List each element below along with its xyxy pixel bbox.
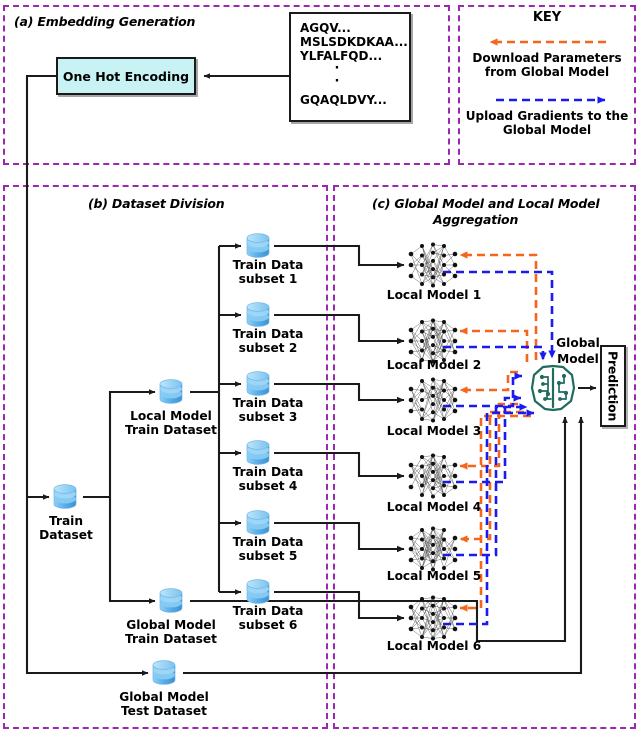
sequence-ellipsis-dot-1: · [334, 61, 340, 77]
global-model-test-dataset-icon [149, 658, 179, 688]
train-data-subset-4-label: Train Data subset 4 [232, 465, 304, 494]
local-model-3-label: Local Model 3 [386, 424, 482, 438]
train-data-subset-2-icon [243, 300, 273, 330]
key-title: KEY [532, 10, 562, 25]
local-model-1-label: Local Model 1 [386, 288, 482, 302]
panel-b-title: (b) Dataset Division [88, 196, 225, 211]
local-model-5-icon [405, 525, 461, 573]
key-download-arrow-icon [489, 38, 606, 46]
key-upload-arrow-icon [496, 96, 606, 104]
sequence-line-3: YLFALFQD... [300, 49, 383, 64]
global-model-label-line1: Global [556, 336, 600, 350]
local-model-2-label: Local Model 2 [386, 358, 482, 372]
one-hot-encoding-box[interactable]: One Hot Encoding [56, 57, 196, 95]
train-dataset-label: Train Dataset [39, 514, 93, 543]
local-model-train-dataset-icon [156, 377, 186, 407]
key-upload-label: Upload Gradients to the Global Model [465, 109, 629, 137]
train-data-subset-4-icon [243, 438, 273, 468]
train-data-subset-1-label: Train Data subset 1 [232, 258, 304, 287]
global-model-icon [528, 363, 578, 413]
prediction-label: Prediction [605, 350, 621, 422]
train-data-subset-3-label: Train Data subset 3 [232, 396, 304, 425]
train-data-subset-3-icon [243, 369, 273, 399]
panel-embedding-generation [3, 5, 450, 165]
sequence-line-1: AGQV... [300, 21, 351, 35]
panel-key [458, 5, 636, 165]
global-model-label-line2: Model [557, 352, 599, 366]
sequence-ellipsis-dot-2: · [334, 73, 340, 89]
panel-a-title: (a) Embedding Generation [14, 14, 196, 29]
local-model-1-icon [405, 241, 461, 289]
train-data-subset-6-icon [243, 577, 273, 607]
train-data-subset-5-icon [243, 508, 273, 538]
prediction-box: Prediction [600, 345, 626, 427]
local-model-6-icon [405, 594, 461, 642]
local-model-2-icon [405, 317, 461, 365]
train-data-subset-6-label: Train Data subset 6 [232, 604, 304, 633]
panel-c-title-line2: Aggregation [433, 212, 519, 227]
train-data-subset-2-label: Train Data subset 2 [232, 327, 304, 356]
local-model-5-label: Local Model 5 [386, 569, 482, 583]
key-download-label: Download Parameters from Global Model [472, 51, 622, 79]
panel-c-title-line1: (c) Global Model and Local Model [372, 196, 600, 211]
sequence-list-box: AGQV... MSLSDKDKAA... YLFALFQD... · · GQ… [289, 12, 411, 122]
train-data-subset-1-icon [243, 231, 273, 261]
local-model-4-label: Local Model 4 [386, 500, 482, 514]
local-model-6-label: Local Model 6 [386, 639, 482, 653]
sequence-line-2: MSLSDKDKAA... [300, 35, 408, 50]
panel-model-aggregation [333, 185, 636, 729]
global-model-train-dataset-label: Global Model Train Dataset [124, 618, 218, 647]
global-model-train-dataset-icon [156, 586, 186, 616]
sequence-line-6: GQAQLDVY... [300, 93, 387, 108]
one-hot-encoding-label: One Hot Encoding [62, 68, 190, 84]
global-model-test-dataset-label: Global Model Test Dataset [119, 690, 209, 719]
train-dataset-icon [50, 482, 80, 512]
local-model-train-dataset-label: Local Model Train Dataset [124, 409, 218, 438]
train-data-subset-5-label: Train Data subset 5 [232, 535, 304, 564]
local-model-4-icon [405, 452, 461, 500]
local-model-3-icon [405, 376, 461, 424]
